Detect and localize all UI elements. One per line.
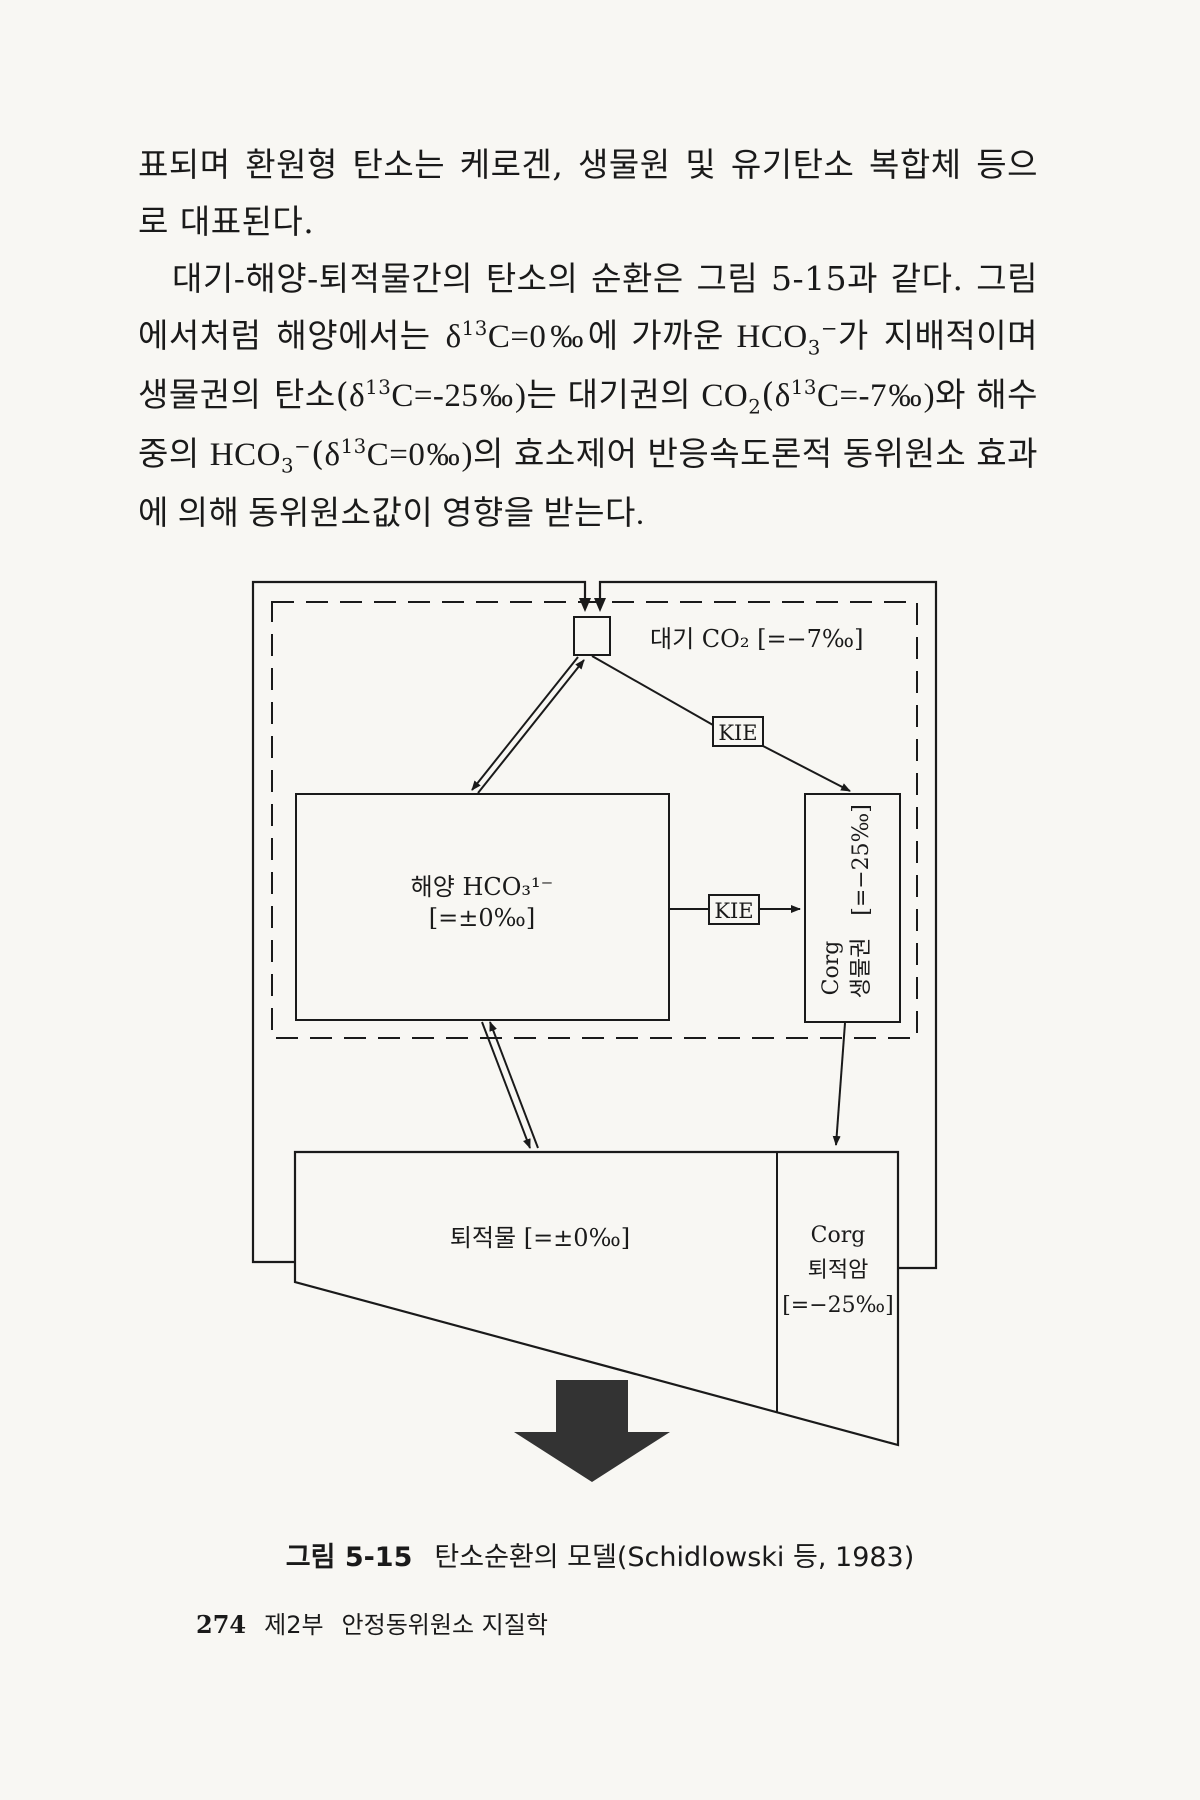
carbon-cycle-diagram: 대기 CO₂ [=−7‰] 해양 HCO₃¹⁻ [=±0‰] Corg 생물권 … (251, 580, 938, 1482)
text-run: C=-25‰)는 대기권의 CO (391, 378, 749, 414)
exchange-reservoir-dashed-box (271, 601, 918, 1039)
loop-arrow-left (579, 598, 591, 612)
outer-cycle-loop-left (251, 580, 587, 1264)
delta-symbol: δ (324, 437, 341, 473)
outer-cycle-loop-right (598, 580, 938, 1270)
page-number: 274 (196, 1610, 247, 1639)
subscript: 3 (280, 454, 295, 478)
text-run: 대기-해양-퇴적물간의 탄소의 순환은 그림 5-15과 같다. 그림에서처럼 … (138, 259, 1038, 355)
ocean-sediment-exchange-line-b (489, 1021, 539, 1149)
burial-down-arrow (514, 1380, 670, 1482)
biosphere-value: [=−25‰] (849, 804, 874, 916)
isotope-superscript: 13 (461, 317, 488, 340)
atm-to-kie-line (591, 655, 714, 726)
superscript: − (820, 317, 838, 340)
subscript: 2 (748, 395, 762, 419)
paragraph-2: 대기-해양-퇴적물간의 탄소의 순환은 그림 5-15과 같다. 그림에서처럼 … (138, 250, 1038, 543)
text-run: ( (761, 375, 775, 414)
atmosphere-label: 대기 CO₂ [=−7‰] (650, 625, 864, 653)
rock-corg: Corg (811, 1223, 866, 1248)
part-title: 안정동위원소 지질학 (341, 1611, 548, 1639)
figure-caption: 그림 5-15 탄소순환의 모델(Schidlowski 등, 1983) (0, 1535, 1200, 1574)
kie-label-upper: KIE (718, 721, 757, 745)
kie-label-middle: KIE (714, 899, 753, 923)
figure-title: 탄소순환의 모델(Schidlowski 등, 1983) (434, 1542, 915, 1573)
sediment-block (293, 1150, 900, 1447)
delta-symbol: δ (445, 319, 462, 355)
isotope-superscript: 13 (340, 435, 367, 458)
sediment-label: 퇴적물 [=±0‰] (450, 1224, 630, 1252)
isotope-superscript: 13 (365, 376, 392, 399)
rock-label: 퇴적암 (808, 1258, 869, 1283)
biosphere-box (804, 793, 901, 1023)
atm-ocean-exchange-line-b (477, 659, 585, 794)
text-run: ( (311, 434, 325, 473)
text-run: C=0‰에 가까운 HCO (487, 319, 808, 355)
biosphere-to-rock-arrow (832, 1022, 846, 1146)
part-label: 제2부 (264, 1611, 324, 1639)
atm-ocean-exchange-line-a (471, 656, 579, 791)
isotope-superscript: 13 (790, 376, 817, 399)
biosphere-corg: Corg (819, 941, 844, 996)
paragraph-1: 표되며 환원형 탄소는 케로겐, 생물원 및 유기탄소 복합체 등으로 대표된다… (138, 145, 1038, 241)
atmosphere-box (573, 616, 611, 656)
subscript: 3 (807, 336, 821, 360)
figure-label: 그림 5-15 (285, 1542, 413, 1573)
ocean-box (295, 793, 670, 1021)
ocean-sediment-exchange-line-a (481, 1021, 531, 1149)
delta-symbol: δ (349, 378, 366, 414)
page-footer: 274 제2부 안정동위원소 지질학 (196, 1605, 548, 1640)
kie-to-biosphere-arrow (762, 745, 851, 792)
body-text: 표되며 환원형 탄소는 케로겐, 생물원 및 유기탄소 복합체 등으로 대표된다… (138, 136, 1038, 543)
text-run: C=-7‰)와 해수 중의 HCO (138, 378, 1038, 473)
kie-box-middle (708, 894, 760, 925)
biosphere-label: 생물권 (849, 938, 874, 999)
superscript: − (294, 435, 312, 458)
rock-value: [=−25‰] (782, 1293, 894, 1318)
text-run: 가 지배적이며 생물권의 탄소( (138, 316, 1038, 414)
text-run: C=0‰)의 효소제어 반응속도론적 동위원소 효과에 의해 동위원소값이 영향… (138, 437, 1038, 532)
kie-box-upper (712, 716, 764, 747)
loop-arrow-right (594, 598, 606, 612)
delta-symbol: δ (774, 378, 791, 414)
ocean-value: [=±0‰] (429, 904, 535, 932)
ocean-label: 해양 HCO₃¹⁻ (411, 873, 554, 901)
